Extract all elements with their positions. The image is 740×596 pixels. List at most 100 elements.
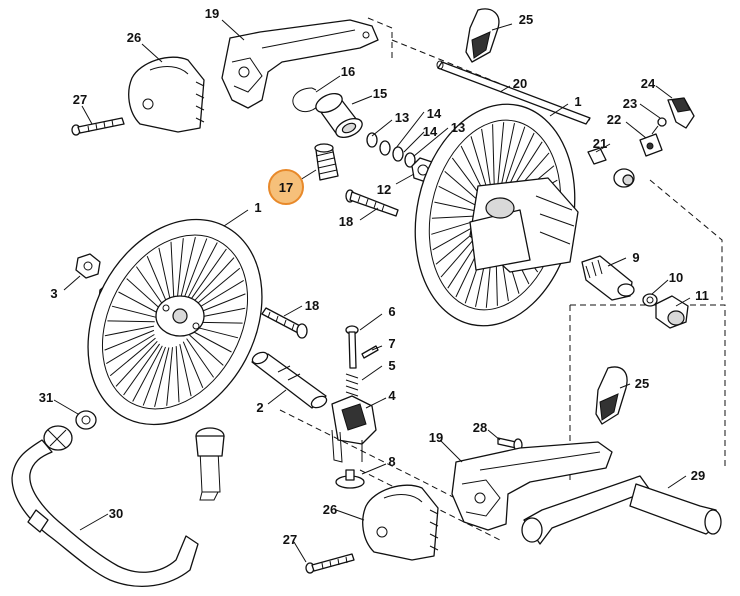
part-24-latch-cap (667, 97, 695, 129)
disc-spoke (180, 236, 196, 297)
disc-spoke (444, 171, 481, 203)
callout-2: 2 (256, 400, 263, 415)
callout-13-right: 13 (451, 120, 465, 135)
disc-spoke (106, 334, 155, 365)
disc-spoke (432, 224, 477, 251)
part-23-small-screw (651, 117, 667, 135)
callout-8: 8 (388, 454, 395, 469)
callout-28: 28 (473, 420, 487, 435)
callout-leader-lines (53, 19, 691, 563)
callout-19-lower: 19 (429, 430, 443, 445)
disc-spoke (135, 266, 164, 306)
disc-spoke (154, 347, 170, 408)
part-26-upper-cover (128, 56, 205, 133)
callout-25-upper: 25 (519, 12, 533, 27)
disc-spoke (189, 334, 224, 366)
part-22-latch (639, 133, 663, 157)
disc-spoke (195, 293, 246, 315)
disc-spoke (104, 325, 155, 337)
callout-7: 7 (388, 336, 395, 351)
callout-18-mid: 18 (305, 298, 319, 313)
part-25-upper-clip (465, 8, 500, 63)
disc-spoke (481, 128, 492, 190)
disc-spoke (166, 347, 173, 406)
left-disc-spokes (104, 236, 246, 408)
disc-spoke (177, 238, 184, 297)
disc-spoke (193, 326, 239, 339)
disc-spoke (126, 278, 161, 310)
disc-spoke (123, 343, 161, 396)
disc-spoke (434, 201, 477, 212)
callout-27-upper: 27 (73, 92, 87, 107)
callout-26-lower: 26 (323, 502, 337, 517)
callout-31: 31 (39, 390, 53, 405)
disc-spoke (191, 330, 232, 353)
callout-11: 11 (695, 288, 709, 303)
disc-spoke (158, 247, 171, 300)
callout-22: 22 (607, 112, 621, 127)
disc-spoke (431, 215, 477, 219)
disc-spoke (438, 185, 479, 207)
disc-spoke (503, 126, 526, 189)
part-27-upper-screw (71, 117, 125, 136)
callout-19-upper: 19 (205, 6, 219, 21)
disc-spoke (186, 338, 215, 378)
callout-labels: 19 26 25 20 16 15 13 14 14 13 27 24 23 2… (39, 6, 709, 547)
callout-23: 23 (623, 96, 637, 111)
disc-spoke (470, 136, 489, 192)
callout-24: 24 (641, 76, 656, 91)
part-9-swivel-fitting (581, 255, 635, 301)
part-17-fitting (314, 143, 339, 181)
part-29-crank-handle (521, 475, 722, 545)
part-19-lower-bracket (451, 441, 613, 531)
part-21-pin-and-roller (587, 147, 635, 188)
disc-spoke (497, 122, 505, 188)
disc-spoke (192, 257, 235, 304)
callout-15: 15 (373, 86, 387, 101)
part-6-bolt (345, 325, 359, 369)
disc-spoke (179, 344, 192, 397)
part-18-upper-screw (345, 189, 399, 217)
callout-27-lower: 27 (283, 532, 297, 547)
part-7-pin (361, 345, 379, 359)
part-18-lower-screw (261, 307, 308, 339)
part-2-tube (251, 351, 328, 409)
callout-17: 17 (279, 180, 293, 195)
part-31-washer (75, 410, 97, 430)
callout-5: 5 (388, 358, 395, 373)
callout-12: 12 (377, 182, 391, 197)
highlight-callout-17: 17 (268, 169, 317, 205)
part-5-spring (345, 373, 359, 397)
callout-25-lower: 25 (635, 376, 649, 391)
callout-13-left: 13 (395, 110, 409, 125)
callout-1-right: 1 (574, 94, 581, 109)
disc-spoke (104, 329, 155, 351)
callout-18-upper: 18 (339, 214, 353, 229)
callout-4: 4 (388, 388, 396, 403)
callout-29: 29 (691, 468, 705, 483)
callout-9: 9 (632, 250, 639, 265)
disc-spoke (115, 340, 158, 387)
highlight-circle (268, 169, 304, 205)
callout-14-lower: 14 (423, 124, 438, 139)
disc-spoke (195, 279, 244, 310)
callout-26-upper: 26 (127, 30, 141, 45)
part-4-latch-body (331, 395, 377, 463)
part-1-left-reel-disc (87, 218, 263, 426)
part-1-right-reel-disc (414, 103, 579, 327)
disc-spoke (184, 238, 208, 298)
part-27-lower-screw (305, 553, 355, 574)
disc-spoke (109, 337, 156, 377)
disc-spoke (500, 122, 515, 188)
callout-3: 3 (50, 286, 57, 301)
disc-spoke (194, 267, 241, 307)
disc-spoke (506, 132, 535, 191)
callout-16: 16 (341, 64, 355, 79)
callout-1-left: 1 (254, 200, 261, 215)
callout-21: 21 (593, 136, 607, 151)
disc-spoke (107, 320, 155, 323)
part-20-axle-rod (436, 60, 591, 125)
disc-spoke (142, 346, 166, 406)
disc-spoke (492, 124, 495, 188)
